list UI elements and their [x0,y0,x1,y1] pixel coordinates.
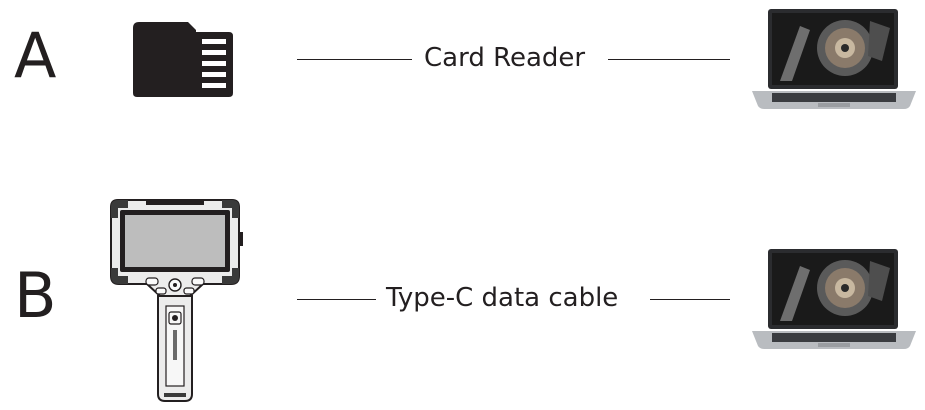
option-a-letter: A [14,19,57,92]
connection-label-a: Card Reader [424,43,586,73]
connector-line-right-a [608,59,730,60]
laptop-icon [750,246,918,350]
micro-sd-card-icon [132,20,234,98]
option-b-letter: B [14,259,57,332]
connector-line-left-a [297,59,412,60]
connector-line-left-b [297,299,376,300]
connection-label-b: Type-C data cable [386,283,619,313]
connector-line-right-b [650,299,730,300]
laptop-icon [750,6,918,110]
endoscope-device-icon [106,196,244,406]
